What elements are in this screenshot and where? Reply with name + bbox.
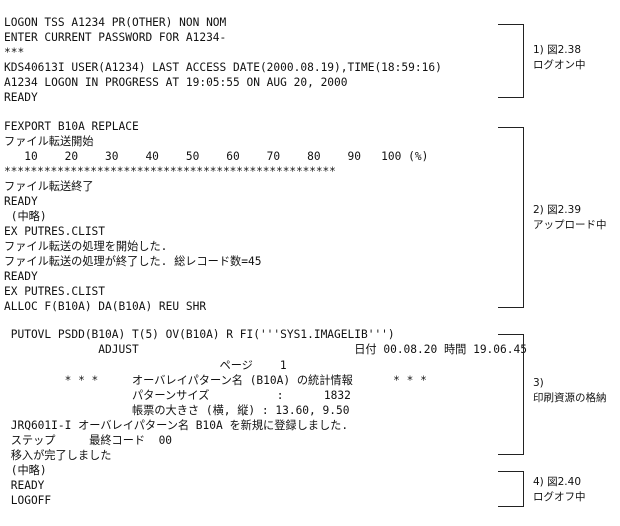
terminal-line: A1234 LOGON IN PROGRESS AT 19:05:55 ON A… <box>4 76 348 89</box>
bracket-logoff <box>498 471 524 507</box>
terminal-line: ステップ 最終コード 00 <box>4 434 173 447</box>
print-resource-output: PUTOVL PSDD(B10A) T(5) OV(B10A) R FI('''… <box>4 327 527 463</box>
note-print-ref: 3) <box>533 377 544 389</box>
terminal-line: ALLOC F(B10A) DA(B10A) REU SHR <box>4 300 207 313</box>
terminal-line: (中略) <box>4 210 47 223</box>
note-logon-label: ログオン中 <box>533 59 586 71</box>
logoff-output: (中略) READY LOGOFF <box>4 463 504 509</box>
terminal-line: EX PUTRES.CLIST <box>4 225 106 238</box>
terminal-line: LOGON TSS A1234 PR(OTHER) NON NOM <box>4 16 227 29</box>
bracket-upload <box>498 127 524 308</box>
terminal-line: FEXPORT B10A REPLACE <box>4 120 139 133</box>
terminal-line: ファイル転送の処理を開始した. <box>4 240 168 253</box>
note-upload-ref: 2) 図2.39 <box>533 204 581 216</box>
terminal-line: READY <box>4 91 38 104</box>
terminal-line: ファイル転送終了 <box>4 180 94 193</box>
terminal-line: ページ 1 <box>4 359 287 372</box>
bracket-logon <box>498 24 524 98</box>
terminal-line: EX PUTRES.CLIST <box>4 285 106 298</box>
terminal-line: READY <box>4 270 38 283</box>
upload-output: FEXPORT B10A REPLACE ファイル転送開始 10 20 30 4… <box>4 119 504 315</box>
terminal-line: JRQ601I-I オーバレイパターン名 B10A を新規に登録しました. <box>4 419 349 432</box>
note-upload-label: アップロード中 <box>533 219 607 231</box>
terminal-line: 帳票の大きさ (横, 縦) : 13.60, 9.50 <box>4 404 350 417</box>
terminal-line: KDS40613I USER(A1234) LAST ACCESS DATE(2… <box>4 61 442 74</box>
terminal-line: ADJUST 日付 00.08.20 時間 19.06.45 <box>4 343 527 356</box>
terminal-line: ENTER CURRENT PASSWORD FOR A1234- <box>4 31 227 44</box>
note-print-label: 印刷資源の格納 <box>533 392 607 404</box>
note-logoff-label: ログオフ中 <box>533 491 586 503</box>
terminal-line: パターンサイズ : 1832 <box>4 389 351 402</box>
terminal-line: READY <box>4 479 45 492</box>
terminal-line: *** <box>4 46 25 59</box>
terminal-line: 移入が完了しました <box>4 449 112 462</box>
note-logoff-ref: 4) 図2.40 <box>533 476 581 488</box>
terminal-line: READY <box>4 195 38 208</box>
terminal-line: ファイル転送開始 <box>4 135 94 148</box>
bracket-print-resource <box>498 334 524 455</box>
terminal-line: 10 20 30 40 50 60 70 80 90 100 (%) <box>4 150 429 163</box>
terminal-line: PUTOVL PSDD(B10A) T(5) OV(B10A) R FI('''… <box>4 328 395 341</box>
terminal-line: LOGOFF <box>4 494 52 507</box>
terminal-line: * * * オーバレイパターン名 (B10A) の統計情報 * * * <box>4 374 427 387</box>
logon-output: LOGON TSS A1234 PR(OTHER) NON NOM ENTER … <box>4 15 504 107</box>
note-logon-ref: 1) 図2.38 <box>533 44 581 56</box>
terminal-line: (中略) <box>4 464 47 477</box>
progress-bar-stars: ****************************************… <box>4 165 336 178</box>
terminal-line: ファイル転送の処理が終了した. 総レコード数=45 <box>4 255 262 268</box>
